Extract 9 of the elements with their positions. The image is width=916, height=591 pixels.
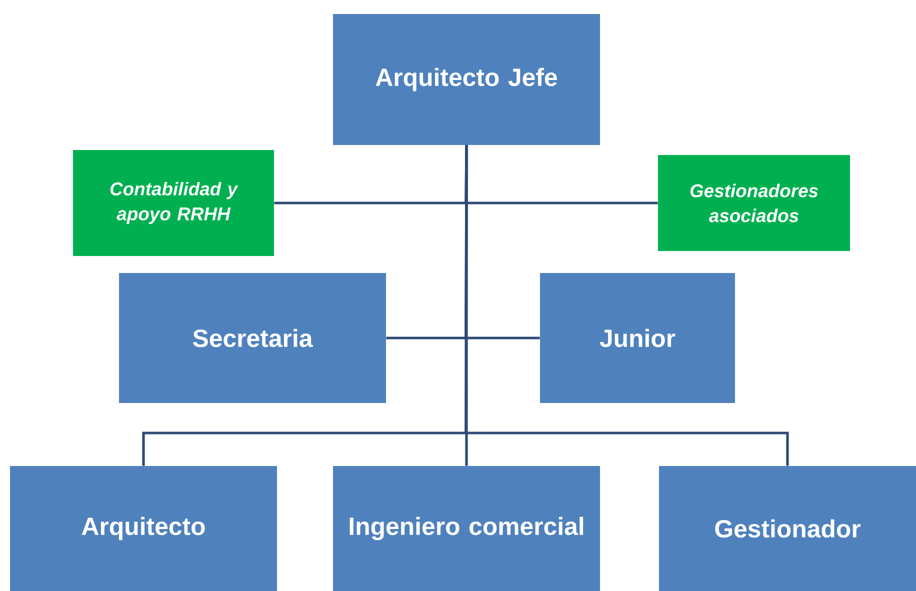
org-box: Ingeniero comercial (333, 466, 600, 591)
org-box: Junior (540, 273, 735, 403)
org-box: Gestionadores asociados (658, 155, 850, 251)
connector-line (464, 145, 789, 466)
org-box: Contabilidad y apoyo RRHH (73, 150, 274, 256)
org-box: Arquitecto Jefe (333, 14, 600, 145)
org-box: Arquitecto (10, 466, 277, 591)
org-box: Secretaria (119, 273, 386, 403)
org-box: Gestionador (659, 466, 916, 591)
